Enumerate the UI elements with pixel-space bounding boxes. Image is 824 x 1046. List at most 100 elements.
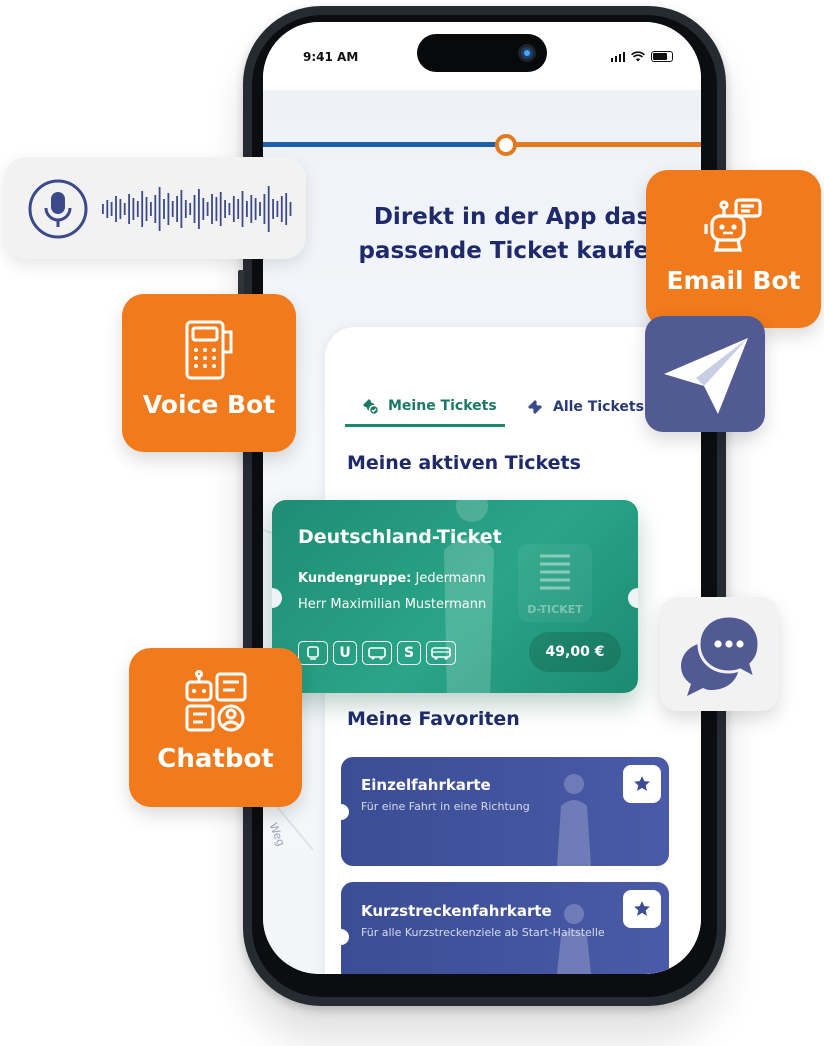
- waveform-bar: [128, 194, 130, 224]
- waveform-bar: [171, 201, 174, 217]
- favorite-description: Für eine Fahrt in eine Richtung: [361, 800, 530, 813]
- waveform-bar: [106, 200, 109, 218]
- ticket-check-icon: [363, 398, 380, 415]
- tab-meine-tickets[interactable]: Meine Tickets: [345, 387, 505, 427]
- favorite-card-einzelfahrkarte[interactable]: Einzelfahrkarte Für eine Fahrt in eine R…: [341, 757, 669, 866]
- status-time: 9:41 AM: [303, 50, 359, 64]
- waveform-bar: [211, 194, 213, 224]
- status-icons: [610, 51, 673, 62]
- waveform-bar: [110, 202, 113, 216]
- person-illustration: [444, 500, 494, 693]
- customer-group-label: Kundengruppe:: [298, 571, 412, 586]
- person-illustration: [557, 774, 591, 866]
- waveform-bar: [119, 199, 122, 219]
- bus-icon: [362, 641, 392, 665]
- waveform-icon: [102, 186, 292, 232]
- waveform-bar: [102, 204, 104, 214]
- chatbot-icon: [185, 670, 246, 732]
- d-ticket-logo: D-TICKET: [518, 544, 592, 622]
- active-tickets-title: Meine aktiven Tickets: [347, 452, 581, 474]
- waveform-bar: [259, 202, 261, 216]
- tram-icon: [298, 641, 328, 665]
- waveform-bar: [254, 198, 257, 220]
- waveform-bar: [136, 201, 139, 217]
- waveform-bar: [285, 193, 288, 225]
- headline-line-2: passende Ticket kaufen: [358, 238, 666, 264]
- waveform-bar: [180, 190, 183, 228]
- waveform-bar: [158, 187, 161, 231]
- d-ticket-logo-text: D-TICKET: [527, 603, 583, 616]
- deutschland-ticket-card[interactable]: D-TICKET Deutschland-Ticket Kundengruppe…: [272, 500, 638, 693]
- waveform-bar: [184, 200, 187, 218]
- tab-label: Meine Tickets: [388, 397, 497, 414]
- chatbot-badge: Chatbot: [129, 648, 302, 807]
- tab-alle-tickets[interactable]: Alle Tickets: [525, 387, 644, 427]
- favorite-star-button[interactable]: [623, 890, 661, 928]
- ticket-holder: Herr Maximilian Mustermann: [298, 597, 487, 612]
- voice-waveform-card: [4, 157, 306, 259]
- waveform-bar: [206, 202, 209, 216]
- waveform-bar: [202, 198, 205, 220]
- favorites-title: Meine Favoriten: [347, 708, 520, 730]
- waveform-bar: [241, 191, 244, 227]
- waveform-bar: [224, 200, 226, 218]
- waveform-bar: [250, 195, 253, 223]
- ticket-icon: [528, 400, 542, 414]
- waveform-bar: [150, 202, 152, 216]
- waveform-bar: [141, 191, 144, 227]
- signal-icon: [610, 51, 625, 62]
- waveform-bar: [193, 195, 196, 223]
- waveform-bar: [145, 197, 148, 221]
- microphone-icon: [28, 179, 88, 239]
- waveform-bar: [189, 203, 192, 215]
- robot-icon: [703, 198, 762, 252]
- waveform-bar: [163, 199, 165, 219]
- customer-group-value: Jedermann: [415, 571, 486, 586]
- route-stop-marker: [495, 134, 517, 156]
- favorite-card-kurzstreckenfahrkarte[interactable]: Kurzstreckenfahrkarte Für alle Kurzstrec…: [341, 882, 669, 974]
- favorite-star-button[interactable]: [623, 765, 661, 803]
- waveform-bar: [219, 192, 222, 226]
- ticket-tabs: Meine Tickets Alle Tickets: [345, 387, 665, 427]
- email-bot-label: Email Bot: [666, 266, 801, 295]
- email-bot-badge: Email Bot: [646, 170, 821, 328]
- chat-bubbles-badge[interactable]: [660, 597, 779, 711]
- waveform-bar: [215, 197, 218, 221]
- page-headline: Direkt in der App das passende Ticket ka…: [347, 200, 677, 268]
- waveform-bar: [267, 186, 270, 232]
- ticket-price: 49,00 €: [529, 632, 621, 672]
- waveform-bar: [115, 196, 117, 222]
- waveform-bar: [132, 198, 135, 220]
- chat-bubbles-icon: [680, 614, 761, 696]
- waveform-bar: [154, 195, 157, 223]
- ticket-title: Deutschland-Ticket: [298, 526, 502, 548]
- s-bahn-icon: S: [397, 641, 421, 665]
- star-icon: [634, 901, 650, 916]
- waveform-bar: [276, 201, 279, 217]
- transport-modes: U S: [298, 641, 456, 665]
- wifi-icon: [631, 51, 645, 62]
- waveform-bar: [228, 203, 231, 215]
- voice-bot-label: Voice Bot: [142, 390, 276, 419]
- status-bar: 9:41 AM: [263, 22, 701, 90]
- phone-keypad-icon: [185, 320, 233, 380]
- star-icon: [634, 776, 650, 791]
- regional-bus-icon: [426, 641, 456, 665]
- phone-screen: 9:41 AM Weg Direkt in der App das passen…: [263, 22, 701, 974]
- person-illustration: [556, 904, 592, 974]
- waveform-bar: [263, 194, 266, 224]
- paper-plane-icon: [664, 338, 748, 414]
- waveform-bar: [167, 193, 170, 225]
- dynamic-island: [417, 34, 547, 72]
- route-line-orange: [506, 142, 701, 147]
- waveform-bar: [232, 196, 235, 222]
- route-line-blue: [263, 142, 506, 147]
- u-bahn-icon: U: [333, 641, 357, 665]
- voice-bot-badge: Voice Bot: [122, 294, 296, 452]
- waveform-bar: [246, 201, 248, 217]
- chatbot-label: Chatbot: [157, 744, 274, 774]
- telegram-badge[interactable]: [645, 316, 765, 432]
- waveform-bar: [123, 203, 126, 215]
- waveform-bar: [237, 199, 240, 219]
- waveform-bar: [289, 202, 292, 216]
